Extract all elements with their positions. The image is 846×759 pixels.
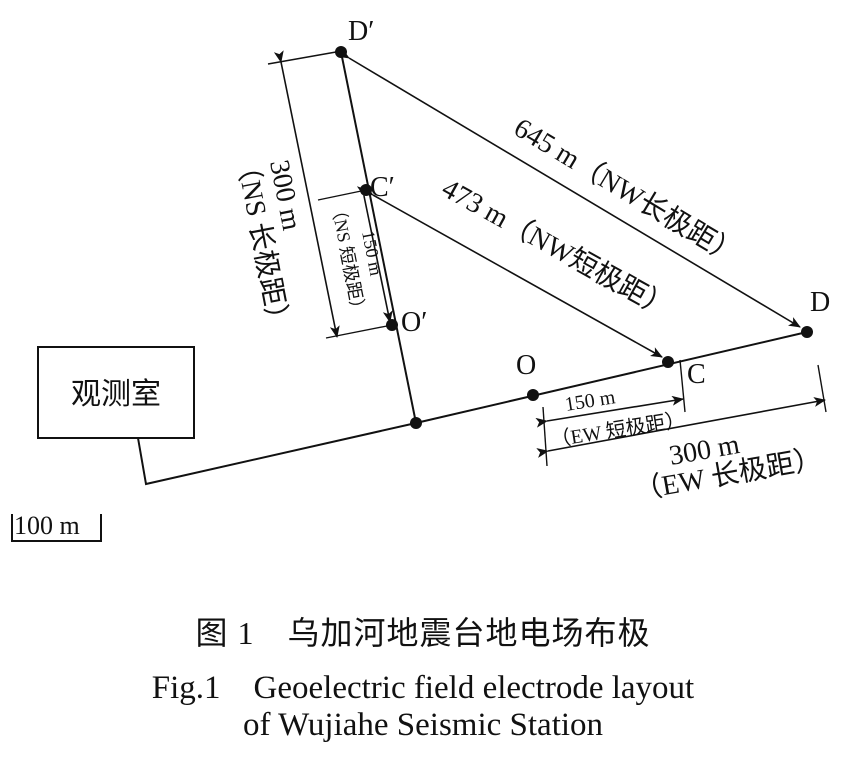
electrode-o [527, 389, 539, 401]
scale-bar [11, 514, 102, 542]
electrode-o-prime [386, 319, 398, 331]
ns-short-name-label: （NS 短极距） [327, 200, 369, 319]
electrode-d [801, 326, 813, 338]
ns-long-ext-bottom [325, 324, 393, 339]
electrode-d-prime [335, 46, 347, 58]
observation-room-box [37, 346, 195, 439]
electrode-c-prime [360, 184, 372, 196]
ew-long-ext-right [817, 364, 827, 413]
electrode-c [662, 356, 674, 368]
ns-long-dimension [273, 50, 340, 338]
observation-room-label: 观测室 [71, 378, 161, 411]
ew-electrode-line [415, 331, 808, 424]
scale-label: 100 m [14, 511, 80, 540]
label-d-prime: D′ [348, 16, 374, 47]
label-o-prime: O′ [401, 307, 427, 338]
caption-en-line1: Fig.1 Geoelectric field electrode layout [151, 670, 695, 706]
ns-long-ext-top [267, 51, 337, 65]
label-c: C [687, 359, 706, 390]
label-d: D [810, 287, 830, 318]
nw-short-dimension [360, 185, 663, 358]
caption-en-line2: of Wujiahe Seismic Station [242, 707, 604, 743]
ns-short-value-label: 150 m [358, 229, 386, 277]
label-c-prime: C′ [370, 172, 395, 203]
ew-short-ext-left [542, 406, 548, 467]
electrode-junction [410, 417, 422, 429]
label-o: O [516, 350, 536, 381]
ew-long-dimension [536, 397, 826, 458]
ew-short-ext-right [679, 359, 686, 413]
nw-long-dimension [336, 48, 801, 328]
cable-line [137, 422, 417, 486]
ns-short-ext-top [317, 189, 367, 201]
caption-cn: 图 1 乌加河地震台地电场布极 [195, 615, 651, 651]
ns-short-dimension [356, 184, 393, 323]
